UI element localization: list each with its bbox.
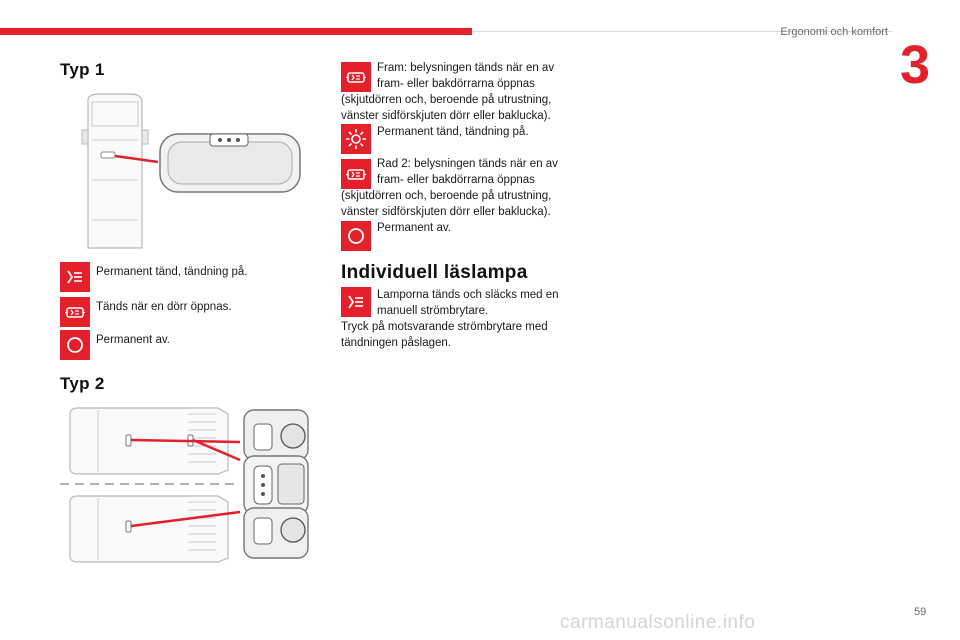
typ1-entry-2-text: Tänds när en dörr öppnas. <box>96 301 232 313</box>
chapter-title: Ergonomi och komfort <box>780 26 888 38</box>
door-lamp-icon <box>341 159 371 189</box>
typ1-entry-3-text: Permanent av. <box>96 334 170 346</box>
typ1-title: Typ 1 <box>60 60 105 79</box>
typ2-title: Typ 2 <box>60 374 105 393</box>
right-entry-3-rest-1: (skjutdörren och, beroende på utrustning… <box>341 190 552 202</box>
top-divider <box>472 31 892 32</box>
off-circle-icon <box>60 330 90 360</box>
lamp-on-icon <box>341 287 371 317</box>
right-entry-3-line1: Rad 2: belysningen tänds när en av <box>377 158 558 170</box>
reading-lamp-rest-2: tändningen påslagen. <box>341 337 451 349</box>
right-entry-3-rest-2: vänster sidförskjuten dörr eller bakluck… <box>341 206 551 218</box>
right-entry-1-line2: fram- eller bakdörrarna öppnas <box>377 78 535 90</box>
watermark: carmanualsonline.info <box>560 612 756 633</box>
door-lamp-icon <box>60 297 90 327</box>
reading-lamp-line2: manuell strömbrytare. <box>377 305 489 317</box>
right-entry-3-line2: fram- eller bakdörrarna öppnas <box>377 174 535 186</box>
reading-lamp-line1: Lamporna tänds och släcks med en <box>377 289 559 301</box>
typ1-illustration <box>81 93 301 249</box>
page-number: 59 <box>914 606 927 618</box>
right-entry-1-rest-2: vänster sidförskjuten dörr eller bakluck… <box>341 110 551 122</box>
door-lamp-icon <box>341 62 371 92</box>
sun-icon <box>341 124 371 154</box>
right-entry-1-rest-1: (skjutdörren och, beroende på utrustning… <box>341 94 552 106</box>
typ2-illustration <box>60 407 309 563</box>
top-accent-bar <box>0 28 472 35</box>
right-entry-4-text: Permanent av. <box>377 222 451 234</box>
chapter-number: 3 <box>900 35 931 95</box>
reading-lamp-title: Individuell läslampa <box>341 262 528 283</box>
reading-lamp-rest-1: Tryck på motsvarande strömbrytare med <box>341 321 548 333</box>
lamp-on-icon <box>60 262 90 292</box>
right-entry-1-line1: Fram: belysningen tänds när en av <box>377 62 555 74</box>
off-circle-icon <box>341 221 371 251</box>
typ1-entry-1-text: Permanent tänd, tändning på. <box>96 266 248 278</box>
right-entry-2-text: Permanent tänd, tändning på. <box>377 126 529 138</box>
